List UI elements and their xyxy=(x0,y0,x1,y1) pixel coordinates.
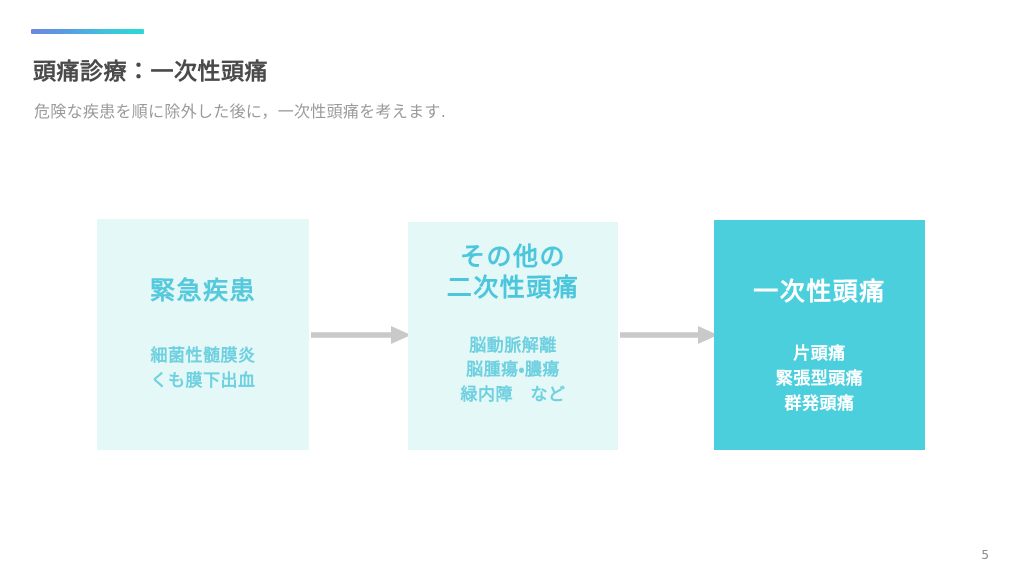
flow-box-secondary: その他の 二次性頭痛 脳動脈解離 脳腫瘍・膿瘍 緑内障 など xyxy=(408,222,618,450)
flow-box-emergency-items: 細菌性髄膜炎 くも膜下出血 xyxy=(150,346,256,391)
flow-box-emergency: 緊急疾患 細菌性髄膜炎 くも膜下出血 xyxy=(97,219,309,450)
arrow-box2-to-box3 xyxy=(620,323,718,347)
accent-bar xyxy=(31,29,144,34)
flow-box-primary-items: 片頭痛 緊張型頭痛 群発頭痛 xyxy=(775,344,864,414)
page-title: 頭痛診療：一次性頭痛 xyxy=(33,59,268,85)
flow-box-secondary-title: その他の 二次性頭痛 xyxy=(446,242,580,303)
flow-box-primary: 一次性頭痛 片頭痛 緊張型頭痛 群発頭痛 xyxy=(714,220,925,450)
flow-box-primary-title: 一次性頭痛 xyxy=(753,277,886,306)
page-subtitle: 危険な疾患を順に除外した後に，一次性頭痛を考えます. xyxy=(34,102,447,121)
arrow-box1-to-box2 xyxy=(311,323,411,347)
page-number: 5 xyxy=(981,548,989,562)
flow-box-emergency-title: 緊急疾患 xyxy=(149,276,256,305)
flow-box-secondary-items: 脳動脈解離 脳腫瘍・膿瘍 緑内障 など xyxy=(460,335,566,405)
